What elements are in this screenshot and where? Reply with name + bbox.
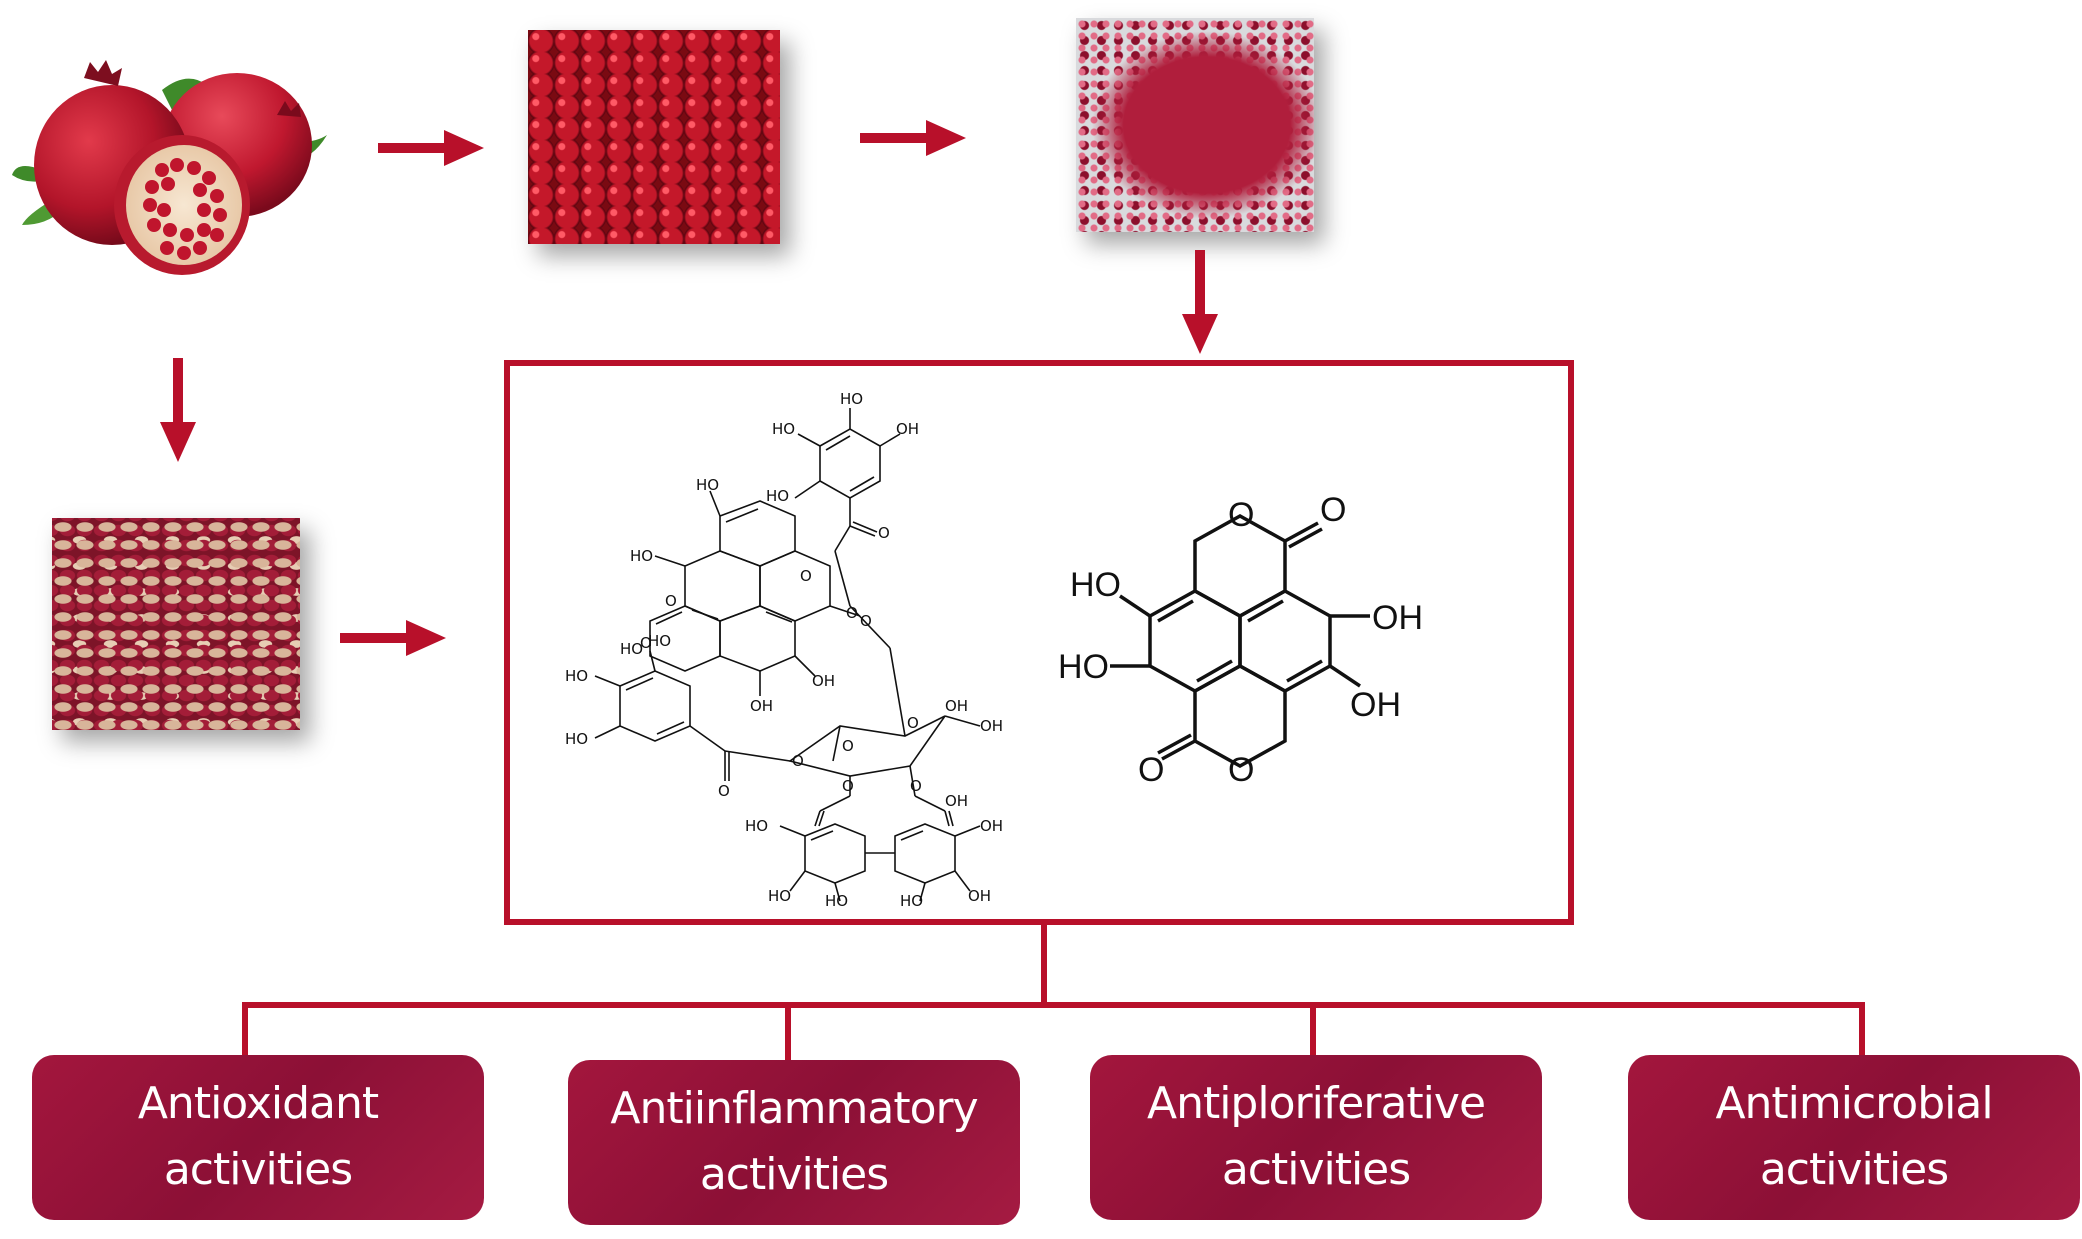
structure-label: HO xyxy=(648,632,671,650)
activity-title: Antimicrobial xyxy=(1715,1078,1993,1129)
structure-label: O xyxy=(792,752,804,770)
activity-subtitle: activities xyxy=(699,1149,889,1200)
antiinflammatory-activity-box: Antiinflammatory activities xyxy=(568,1060,1020,1225)
structure-label: HO xyxy=(900,892,923,910)
structure-label: HO xyxy=(1058,648,1109,686)
structure-label: OH xyxy=(945,697,968,715)
structure-label: HO xyxy=(772,420,795,438)
arrow-down-icon xyxy=(160,358,196,462)
structure-label: HO xyxy=(620,640,643,658)
activity-title: Antiinflammatory xyxy=(610,1083,978,1134)
structure-label: O xyxy=(665,592,677,610)
structure-label: OH xyxy=(896,420,919,438)
activity-title: Antiploriferative xyxy=(1146,1078,1486,1129)
structure-label: O xyxy=(1320,491,1346,529)
structure-label: HO xyxy=(565,667,588,685)
arrow-down-icon xyxy=(1182,250,1218,354)
structure-label: HO xyxy=(565,730,588,748)
structure-label: O xyxy=(860,612,872,630)
arrow-right-icon xyxy=(340,620,446,656)
structure-label: HO xyxy=(1070,566,1121,604)
structure-label: O xyxy=(842,777,854,795)
antimicrobial-activity-box: Antimicrobial activities xyxy=(1628,1055,2080,1220)
structure-label: O xyxy=(907,714,919,732)
structure-label: OH xyxy=(968,887,991,905)
processed-arils-image xyxy=(1076,18,1314,232)
structure-label: OH xyxy=(1350,686,1401,724)
compounds-box: HO HO OH HO HO HO O O O O O O HO HO HO H… xyxy=(504,360,1574,925)
activity-subtitle: activities xyxy=(1759,1144,1949,1195)
dried-peel-image xyxy=(52,518,300,730)
structure-label: HO xyxy=(768,887,791,905)
structure-label: O xyxy=(1228,496,1254,534)
structure-label: OH xyxy=(980,717,1003,735)
structure-label: HO xyxy=(630,547,653,565)
structure-label: HO xyxy=(825,892,848,910)
structure-label: HO xyxy=(696,476,719,494)
structure-label: OH xyxy=(812,672,835,690)
structure-label: OH xyxy=(1372,599,1423,637)
structure-label: HO xyxy=(745,817,768,835)
structure-label: O xyxy=(1138,751,1164,789)
activity-subtitle: activities xyxy=(163,1144,353,1195)
punicalagin-structure: HO HO OH HO HO HO O O O O O O HO HO HO H… xyxy=(565,390,1003,910)
pomegranate-fruit-image xyxy=(12,60,327,275)
structure-label: OH xyxy=(750,697,773,715)
structure-label: O xyxy=(842,737,854,755)
structure-label: O xyxy=(1228,751,1254,789)
structure-label: HO xyxy=(840,390,863,408)
ellagic-acid-structure: O HO O HO OH OH O O xyxy=(1058,491,1423,789)
arrow-right-icon xyxy=(378,130,484,166)
structure-label: O xyxy=(846,604,858,622)
antioxidant-activity-box: Antioxidant activities xyxy=(32,1055,484,1220)
activity-subtitle: activities xyxy=(1221,1144,1411,1195)
structure-label: HO xyxy=(766,487,789,505)
antiproliferative-activity-box: Antiploriferative activities xyxy=(1090,1055,1542,1220)
structure-label: O xyxy=(910,777,922,795)
arrow-right-icon xyxy=(860,120,966,156)
structure-label: OH xyxy=(980,817,1003,835)
activity-title: Antioxidant xyxy=(137,1078,379,1129)
structure-label: O xyxy=(640,634,652,652)
structure-label: OH xyxy=(945,792,968,810)
structure-label: O xyxy=(800,567,812,585)
arils-image xyxy=(528,30,780,244)
structure-label: O xyxy=(878,524,890,542)
structure-label: O xyxy=(718,782,730,800)
